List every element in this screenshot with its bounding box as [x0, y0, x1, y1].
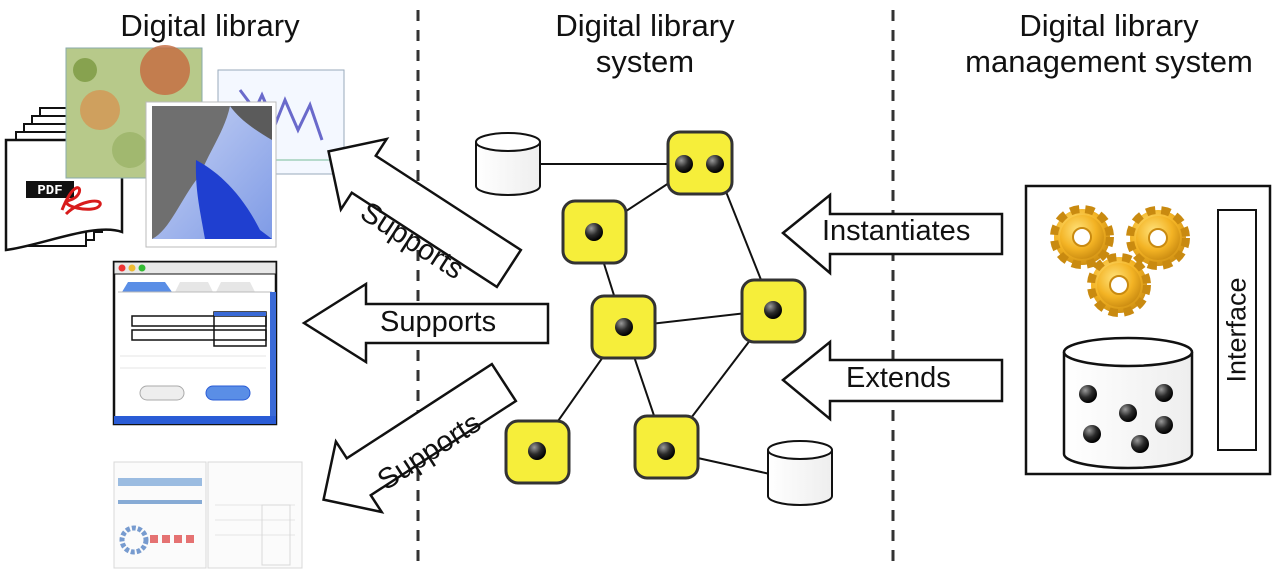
right-title-line2: management system	[965, 44, 1253, 79]
pdf-label: PDF	[37, 183, 62, 199]
instantiates-label: Instantiates	[822, 215, 971, 247]
database-cylinder-top	[475, 132, 541, 196]
middle-title-line2: system	[595, 44, 695, 79]
database-cylinder-management	[1062, 336, 1194, 470]
node-right	[740, 278, 807, 344]
app-window-thumbnail	[112, 260, 278, 426]
node-lower-center	[633, 414, 700, 480]
left-column-title: Digital library	[120, 8, 300, 43]
node-top	[666, 130, 734, 196]
node-lower-left	[504, 419, 571, 485]
supports-arrow-top	[327, 137, 523, 289]
right-title-line1: Digital library	[1019, 8, 1199, 43]
right-column-title: Digital library management system	[930, 8, 1288, 80]
supports-arrow-bottom	[322, 362, 518, 514]
supports-arrow-middle	[301, 281, 550, 365]
extends-arrow	[781, 339, 1004, 422]
interface-label: Interface	[1221, 277, 1252, 383]
node-upper-left	[561, 199, 628, 265]
supports-label-middle: Supports	[380, 306, 497, 338]
extends-label: Extends	[846, 362, 951, 394]
middle-title-line1: Digital library	[555, 8, 735, 43]
webpage-thumbnail	[113, 461, 303, 569]
instantiates-arrow	[781, 192, 1004, 276]
middle-column-title: Digital library system	[500, 8, 790, 80]
ocean-map-thumbnail	[145, 101, 277, 248]
node-center	[590, 294, 657, 360]
acrobat-icon	[60, 186, 102, 216]
database-cylinder-bottom	[767, 440, 833, 506]
gear-icon	[1050, 205, 1190, 317]
